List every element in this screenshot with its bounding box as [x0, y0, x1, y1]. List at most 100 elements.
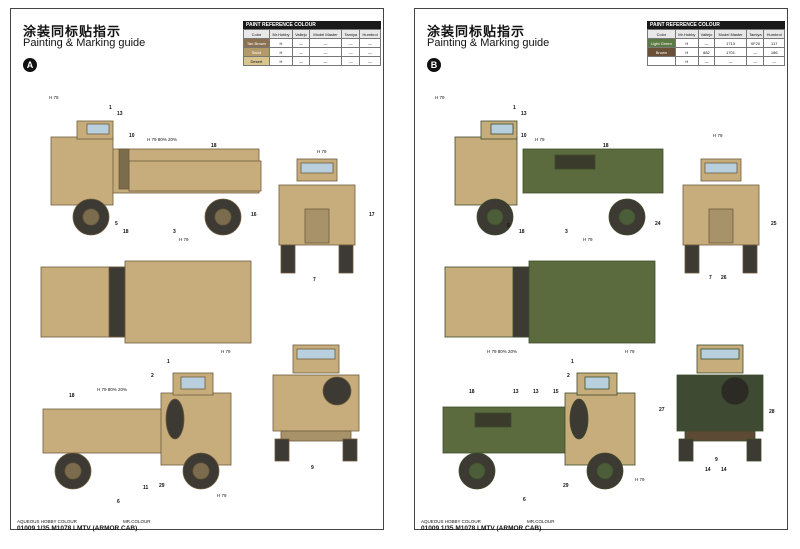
callout: 16 — [251, 212, 257, 218]
callout: 3 — [565, 229, 568, 235]
paint-code-text: H 79 — [317, 149, 327, 154]
paint-code-text: H 79 80% 20% — [487, 349, 518, 354]
page-title-cn: 涂装同标贴指示 — [427, 24, 526, 39]
paint-code: H 79 80% 20% — [487, 349, 517, 354]
truck-rear-view — [272, 344, 360, 462]
paint-reference-header: PAINT REFERENCE COLOUR — [647, 21, 785, 29]
paint-code-text: H 79 — [179, 237, 189, 242]
paint-code: H 79 — [625, 349, 635, 354]
table-row: Desert H — — — — — [243, 56, 381, 66]
paint-code: H 79 — [635, 477, 645, 482]
legend-mrcolour: MR.COLOUR — [527, 519, 555, 524]
legend-mrcolour: MR.COLOUR — [123, 519, 151, 524]
vehicle-illustrations-b — [442, 120, 764, 490]
callout: 24 — [655, 221, 661, 227]
callout: 10 — [521, 133, 527, 139]
legend-aqueous: AQUEOUS HOBBY COLOUR — [17, 519, 77, 524]
callout: 9 — [311, 465, 314, 471]
truck-side-view-left — [50, 120, 262, 236]
vallejo-code: — — [292, 56, 310, 66]
callout: 18 — [123, 229, 129, 235]
callout: 13 — [521, 111, 527, 117]
legend-aqueous: AQUEOUS HOBBY COLOUR — [421, 519, 481, 524]
callout: 29 — [563, 483, 569, 489]
callout: 11 — [143, 485, 149, 491]
paint-code: H 79 — [435, 95, 445, 100]
paint-code: H 79 — [317, 149, 327, 154]
callout: 26 — [721, 275, 727, 281]
paint-code-text: H 79 — [583, 237, 593, 242]
vehicle-illustrations-a — [40, 120, 360, 490]
paint-code-text: H 79 — [49, 95, 59, 100]
callout: 5 — [115, 221, 118, 227]
page-a: 涂装同标贴指示 Painting & Marking guide PAINT R… — [10, 8, 384, 532]
truck-rear-view — [676, 344, 764, 462]
humbrol-code: — — [359, 56, 381, 66]
truck-top-view — [40, 260, 252, 344]
paint-code: H 79 — [179, 237, 189, 242]
humbrol-code: — — [763, 56, 785, 66]
page-title-en: Painting & Marking guide — [427, 37, 550, 49]
callout: 7 — [709, 275, 712, 281]
paint-code-text: H 79 — [435, 95, 445, 100]
callout: 18 — [469, 389, 475, 395]
callout: 15 — [553, 389, 559, 395]
callout: 5 — [507, 223, 510, 229]
callout: 7 — [313, 277, 316, 283]
paint-code: H 79 80% 20% — [147, 137, 177, 142]
callout: 1 — [571, 359, 574, 365]
paint-code: H 79 — [713, 133, 723, 138]
footer-title: 01009 1/35 M1078 LMTV (ARMOR CAB) — [421, 525, 542, 532]
vallejo-code: — — [697, 56, 716, 66]
callout: 3 — [173, 229, 176, 235]
callout: 6 — [523, 497, 526, 503]
paint-code-text: H 79 — [535, 137, 545, 142]
paint-code: H 79 — [583, 237, 593, 242]
callout: 18 — [69, 393, 75, 399]
paint-code: H 79 80% 20% — [97, 387, 127, 392]
paint-code-text: H 79 80% 20% — [147, 137, 178, 142]
paint-code-text: H 79 — [635, 477, 645, 482]
page-b: 涂装同标贴指示 Painting & Marking guide PAINT R… — [414, 8, 788, 532]
paint-reference-table: PAINT REFERENCE COLOUR Color Mr.Hobby Va… — [243, 21, 381, 66]
tamiya-code: — — [746, 56, 765, 66]
callout: 1 — [109, 105, 112, 111]
truck-side-view-left — [454, 120, 664, 236]
callout: 18 — [603, 143, 609, 149]
page-title-cn: 涂装同标贴指示 — [23, 24, 122, 39]
callout: 13 — [117, 111, 123, 117]
paint-code-text: H 79 — [221, 349, 231, 354]
table-row: Sand H — — — — — [243, 47, 381, 57]
callout: 1 — [513, 105, 516, 111]
callout: 14 — [705, 467, 711, 473]
paint-reference-header: PAINT REFERENCE COLOUR — [243, 21, 381, 29]
scheme-badge: B — [427, 58, 441, 72]
callout: 1 — [167, 359, 170, 365]
paint-code-text: H 79 80% 20% — [97, 387, 128, 392]
callout: 14 — [721, 467, 727, 473]
paint-code-text: H 79 — [625, 349, 635, 354]
paint-code-text: H 79 — [217, 493, 227, 498]
callout: 18 — [519, 229, 525, 235]
callout: 25 — [771, 221, 777, 227]
callout: 17 — [369, 212, 375, 218]
callout: 18 — [211, 143, 217, 149]
truck-side-view-right — [42, 372, 232, 490]
paint-code-text: H 79 — [713, 133, 723, 138]
callout: 13 — [513, 389, 519, 395]
paint-reference-table: PAINT REFERENCE COLOUR Color Mr.Hobby Va… — [647, 21, 785, 66]
paint-code: H 79 — [217, 493, 227, 498]
truck-side-view-right — [442, 372, 636, 490]
callout: 29 — [159, 483, 165, 489]
table-row: H — — — — — [647, 56, 785, 66]
callout: 27 — [659, 407, 665, 413]
callout: 2 — [151, 373, 154, 379]
table-row: Tan Brown H — — — — — [243, 38, 381, 48]
callout: 6 — [117, 499, 120, 505]
scheme-badge: A — [23, 58, 37, 72]
paint-code: H 79 — [221, 349, 231, 354]
callout: 28 — [769, 409, 775, 415]
paint-code: H 79 — [535, 137, 545, 142]
truck-top-view — [444, 260, 656, 344]
truck-front-view — [682, 158, 760, 274]
